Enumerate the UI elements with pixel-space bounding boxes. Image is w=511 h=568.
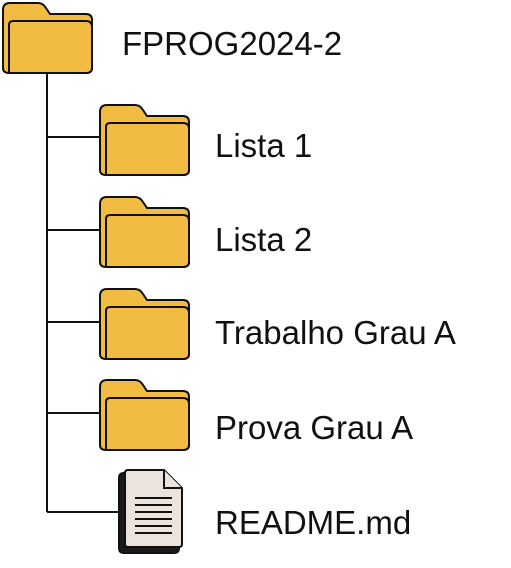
root-folder-label: FPROG2024-2 (122, 25, 343, 62)
file-icon (116, 468, 186, 556)
folder-label: Prova Grau A (215, 409, 414, 446)
file-label: README.md (215, 504, 412, 541)
folder-icon (97, 102, 192, 177)
folder-icon (0, 0, 95, 75)
folder-icon (97, 377, 192, 452)
folder-label: Lista 2 (215, 221, 313, 258)
folder-icon (97, 194, 192, 269)
folder-label: Lista 1 (215, 127, 313, 164)
folder-label: Trabalho Grau A (215, 314, 456, 351)
folder-icon (97, 286, 192, 361)
